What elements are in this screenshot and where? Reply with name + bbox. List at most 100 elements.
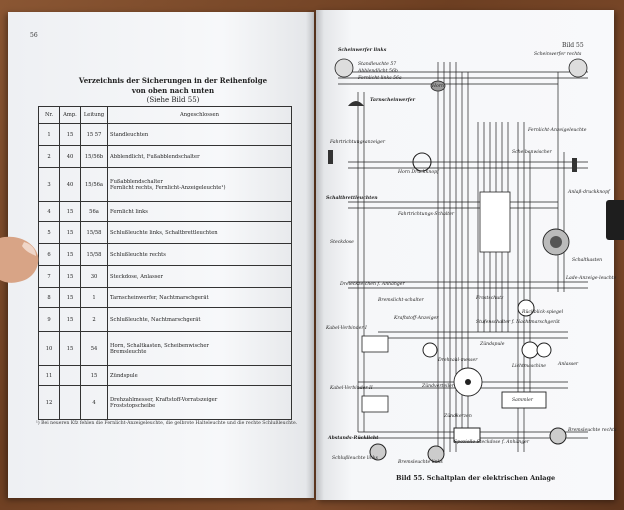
table-cell: 15 [59,265,81,288]
fuse-list-reference: (Siehe Bild 55) [146,96,200,104]
table-cell: 15 [59,307,81,332]
label-scheinwerfer-rechts: Scheinwerfer rechts [534,52,582,57]
table-cell: 5 [38,221,60,244]
table-cell: 15 57 [80,123,108,146]
table-cell: 4 [80,385,108,420]
wiring-diagram [328,58,588,463]
table-cell: 15/56a [80,167,108,202]
label-steckdose: Steckdose [330,240,354,245]
label-anlasser: Anlasser [558,362,579,367]
label-fernlicht-anzeige: Fernlicht-Anzeigeleuchte [528,128,587,133]
table-cell: Schlußleuchte rechts [107,243,292,266]
label-scheinwerfer-links: Scheinwerfer links [338,48,387,53]
label-schaltkasten: Schaltkasten [572,258,603,263]
fuse-list-subtitle: von oben nach unten [131,86,215,95]
table-header: Leitung [80,106,108,124]
label-schlussleuchte-links: Schlußleuchte links [332,456,378,461]
table-cell: 15/58 [80,243,108,266]
label-fahrtrichtungsanzeiger: Fahrtrichtungsanzeiger [330,140,386,145]
table-cell: Steckdose, Anlasser [107,265,292,288]
label-tarnscheinwerfer: Tarnscheinwerfer [370,98,416,103]
table-cell: 15 [59,201,81,222]
table-cell: 15/56b [80,145,108,168]
label-standleuchte: Standleuchte 57 [358,62,397,67]
figure-caption: Bild 55. Schaltplan der elektrischen Anl… [396,474,556,482]
label-kraftstoffanzeiger: Kraftstoff-Anzeiger [394,316,439,321]
label-zuendspule: Zündspule [480,342,505,347]
table-cell: Horn, Schaltkasten, Scheibenwischer Brem… [107,331,292,366]
label-dreieckzeichen: Dreieckzeichen f. Anhänger [340,282,405,287]
table-cell: 15 [59,243,81,266]
table-cell: 30 [80,265,108,288]
table-cell: Fernlicht links [107,201,292,222]
label-scheibenwischer: Scheibenwischer [512,150,552,155]
table-cell: 56a [80,201,108,222]
table-cell: 3 [38,167,60,202]
table-cell: Fußabblendschalter Fernlicht rechts, Fer… [107,167,292,202]
table-cell: 40 [59,145,81,168]
table-cell: Zündspule [107,365,292,386]
table-cell: 15 [59,221,81,244]
label-abblendlicht: Abblendlicht 56b [358,69,398,74]
label-abstands-ruecklicht: Abstands-Rücklicht [328,436,379,441]
left-page-number: 56 [30,32,38,39]
table-cell: Standleuchten [107,123,292,146]
table-cell: 2 [38,145,60,168]
table-cell: 54 [80,331,108,366]
thumb [0,236,39,283]
table-cell: Abblendlicht, Fußabblendschalter [107,145,292,168]
label-bremsleuchte-links: Bremsleuchte links [398,460,443,465]
table-cell: 15 [59,287,81,308]
label-anlass-druckknopf: Anlaß-druckknopf [568,190,610,195]
label-bremslichtschalter: Bremslicht-schalter [378,298,424,303]
table-cell: 15 [80,365,108,386]
label-ladeanzeige: Lade-Anzeige-leuchte [566,276,617,281]
table-cell: 1 [80,287,108,308]
table-cell [59,385,81,420]
table-cell: 8 [38,287,60,308]
label-bremsleuchte-rechts: Bremsleuchte rechts [568,428,617,433]
label-lichtmaschine: Lichtmaschine [512,364,547,369]
table-cell: 6 [38,243,60,266]
table-cell: 15/58 [80,221,108,244]
table-cell: Tarnscheinwerfer, Nachtmarschgerät [107,287,292,308]
right-page-number: Bild 55 [562,42,584,49]
table-cell: 7 [38,265,60,288]
label-horn: Horn [432,84,444,89]
label-schaltbrettleuchten: Schaltbrettleuchten [326,196,378,201]
label-steckdose-anhaenger: Spezielle Steckdose f. Anhänger [454,440,530,445]
table-cell [59,365,81,386]
table-cell: 10 [38,331,60,366]
label-kabelverbinder-2: Kabel-Verbinder II [330,386,373,391]
table-cell: 4 [38,201,60,222]
label-rueckblickspiegel: Rückblick-spiegel [522,310,564,315]
label-zuendkerzen: Zündkerzen [444,414,472,419]
book-gutter [306,10,324,500]
label-stufenschalter: Stufenschalter f. Nachtmarschgerät [476,320,560,325]
table-cell: 11 [38,365,60,386]
table-cell: 2 [80,307,108,332]
label-sammler: Sammler [512,398,533,403]
table-cell: 1 [38,123,60,146]
label-zuendverteiler: Zündverteiler [422,384,454,389]
table-cell: 15 [59,123,81,146]
label-fernlicht-links: Fernlicht links 56a [358,76,402,81]
table-cell: 15 [59,331,81,366]
table-cell: Schlußleuchte, Nachtmarschgerät [107,307,292,332]
table-cell: Schlußleuchte links, Schaltbrettleuchten [107,221,292,244]
fuse-list-title: Verzeichnis der Sicherungen in der Reihe… [78,76,268,85]
table-header: Angeschlossen [107,106,292,124]
footnote: ¹) Bei neueren Kfz fehlen die Fernlicht-… [36,421,298,426]
page-clip [606,200,624,240]
